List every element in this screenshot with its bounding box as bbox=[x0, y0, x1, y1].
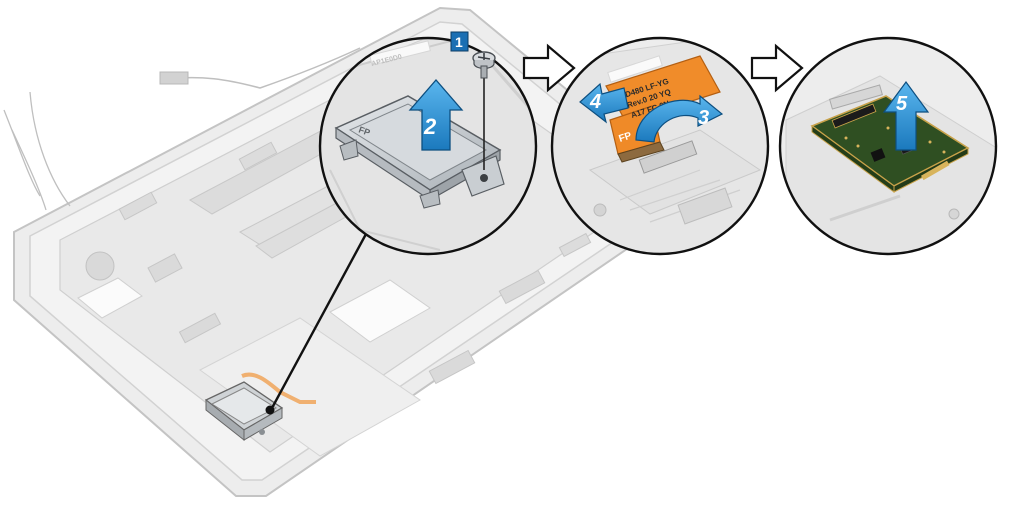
screw-icon bbox=[472, 51, 496, 79]
flow-arrow-icon bbox=[750, 43, 804, 93]
step-1-number: 1 bbox=[455, 34, 463, 50]
callout-ring-3 bbox=[778, 36, 998, 256]
step-3-number: 3 bbox=[698, 107, 709, 129]
connector-fp-label: FP bbox=[618, 130, 634, 145]
bracket-fp-label: FP bbox=[357, 124, 371, 137]
callout-ring-1 bbox=[318, 36, 538, 256]
step-1-badge: 1 bbox=[450, 31, 469, 52]
callout-leader-line bbox=[270, 233, 368, 409]
callout-anchor-dot bbox=[265, 405, 275, 415]
callout-board-removal: 5 bbox=[778, 36, 998, 256]
step-5-number: 5 bbox=[896, 93, 908, 115]
lift-arrow-icon bbox=[408, 79, 464, 151]
flip-latch-arrow-icon bbox=[635, 94, 724, 143]
step-2-number: 2 bbox=[423, 114, 437, 139]
callout-cable-disconnect: ID480 LF-YG Rev.0 20 YQ A17 FC 0N FP 3 4 bbox=[550, 36, 770, 256]
lift-board-arrow-icon bbox=[882, 80, 930, 151]
pull-cable-arrow-icon bbox=[579, 82, 629, 124]
laptop-chassis bbox=[3, 6, 641, 497]
flow-arrow-icon bbox=[522, 43, 576, 93]
step-4-number: 4 bbox=[589, 91, 601, 113]
callout-bracket-removal: AP1E0D0 FP 2 bbox=[318, 36, 538, 256]
callout-ring-2 bbox=[550, 36, 770, 256]
